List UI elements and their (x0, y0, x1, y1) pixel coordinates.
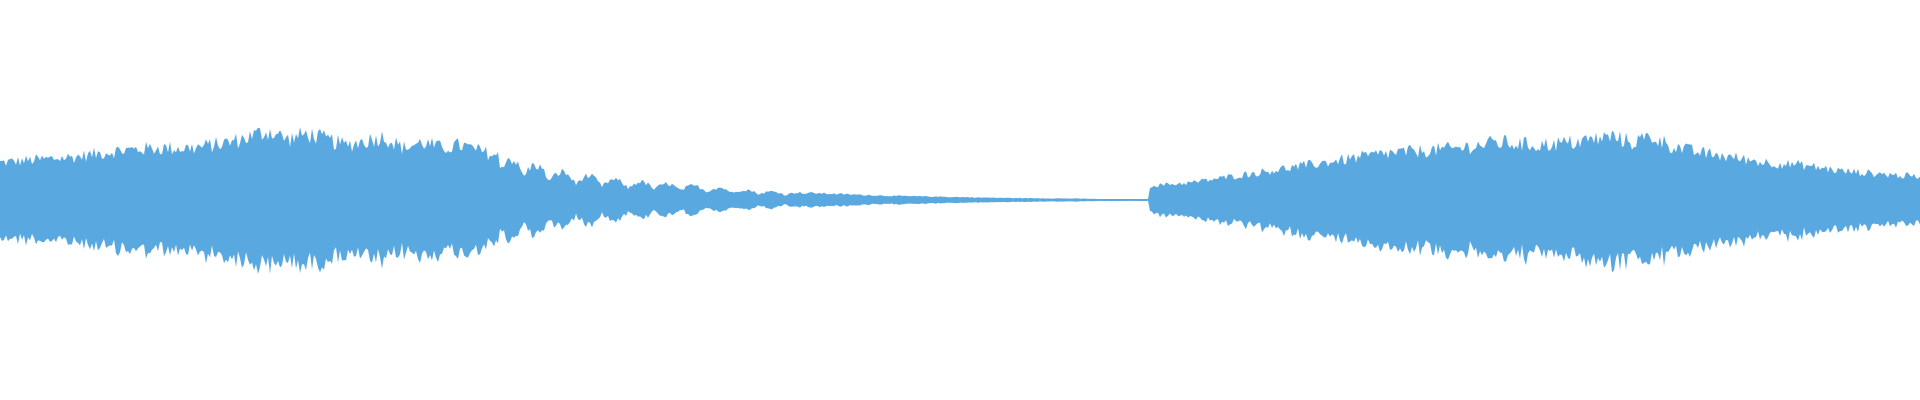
waveform-shape (0, 127, 1920, 274)
